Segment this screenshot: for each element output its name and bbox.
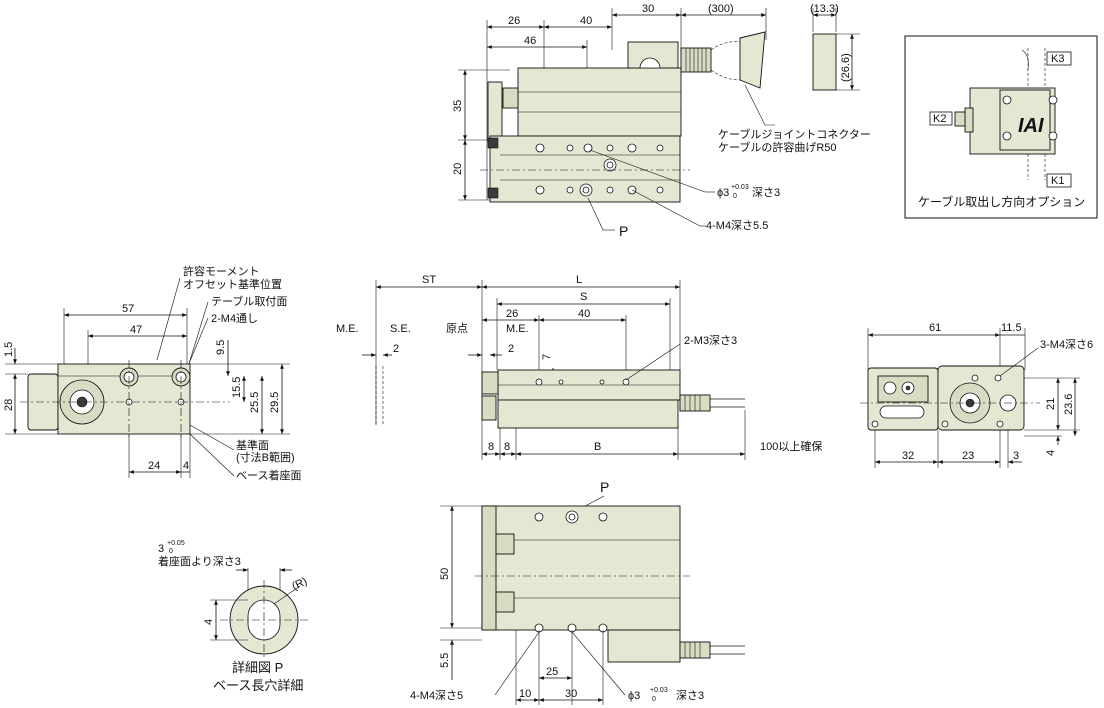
svg-text:0: 0 xyxy=(652,696,656,703)
end-dim-61: 61 xyxy=(929,322,941,334)
left-dim-25-5: 25.5 xyxy=(249,392,261,413)
cable-option-caption: ケーブル取出し方向オプション xyxy=(918,194,1085,209)
bottom-dim-50: 50 xyxy=(439,568,451,580)
ref-surface-label: 基準面 xyxy=(236,438,269,452)
stroke-dim-b: B xyxy=(594,441,601,453)
k1-label: K1 xyxy=(1051,175,1064,187)
left-dim-29-5: 29.5 xyxy=(269,392,281,413)
m4-thru-label: 2-M4通し xyxy=(211,312,258,325)
bottom-m4-note: 4-M4深さ5 xyxy=(410,689,463,702)
cable-note-1: ケーブルジョイントコネクター xyxy=(718,127,871,141)
conn-dim-13-3: (13.3) xyxy=(810,3,839,15)
iai-logo: IAI xyxy=(1018,115,1044,137)
left-dim-1-5: 1.5 xyxy=(3,342,15,357)
end-dim-21: 21 xyxy=(1045,398,1057,410)
end-dim-23: 23 xyxy=(962,450,974,462)
base-surface-label: ベース着座面 xyxy=(236,468,301,482)
left-dim-57: 57 xyxy=(122,303,134,315)
top-dim-35: 35 xyxy=(452,100,464,112)
left-dim-24: 24 xyxy=(148,460,160,472)
stroke-dim-8a: 8 xyxy=(488,441,494,453)
svg-text:+0.03: +0.03 xyxy=(650,687,668,694)
stroke-dim-l: L xyxy=(576,274,582,286)
end-view: 61 11.5 3-M4深さ6 21 23.6 4 32 23 xyxy=(860,322,1093,468)
stroke-view: M.E. S.E. 2 原点 M.E. 2 ST L S 26 40 7 xyxy=(336,274,822,460)
left-dim-9-5: 9.5 xyxy=(215,340,227,355)
top-dim-30: 30 xyxy=(642,3,654,15)
detail-depth-val: 3 xyxy=(158,543,164,555)
me-label: M.E. xyxy=(336,323,359,335)
top-dim-26: 26 xyxy=(508,15,520,27)
detail-title: 詳細図 P xyxy=(232,660,283,675)
svg-text:0: 0 xyxy=(169,548,173,555)
bottom-hole-depth: 深さ3 xyxy=(676,689,704,702)
end-dim-4: 4 xyxy=(1045,450,1057,456)
k2-label: K2 xyxy=(933,113,946,125)
conn-dim-26-6: (26.6) xyxy=(840,53,852,82)
bottom-dim-5-5: 5.5 xyxy=(439,653,451,668)
top-p-label: P xyxy=(619,223,628,239)
top-dim-300: (300) xyxy=(708,3,734,15)
table-surface-label: テーブル取付面 xyxy=(211,294,287,308)
end-dim-32: 32 xyxy=(902,450,914,462)
top-dim-20: 20 xyxy=(452,163,464,175)
left-side-view: 許容モーメント オフセット基準位置 テーブル取付面 2-M4通し 57 47 1… xyxy=(3,264,301,482)
top-dim-46: 46 xyxy=(524,35,536,47)
cable-option-box: IAI K3 K2 K1 ケーブル取出し方向オプション xyxy=(904,35,1098,219)
top-hole-phi3: ϕ3 xyxy=(717,187,729,199)
slider-body xyxy=(517,67,682,137)
svg-text:0: 0 xyxy=(733,193,737,200)
ref-range-label: (寸法B範囲) xyxy=(236,450,295,464)
top-hole-depth: 深さ3 xyxy=(752,186,780,199)
stroke-dim-26: 26 xyxy=(506,308,518,320)
end-dim-3: 3 xyxy=(1013,450,1019,462)
detail-p: 3 +0.05 0 着座面より深さ3 4 (R) 詳細図 P ベース長穴詳細 xyxy=(158,540,309,693)
m3-note: 2-M3深さ3 xyxy=(684,334,737,347)
top-m4-note: 4-M4深さ5.5 xyxy=(706,219,768,232)
moment-label-1: 許容モーメント xyxy=(183,264,260,278)
se-label: S.E. xyxy=(390,323,411,335)
end-plate xyxy=(487,81,503,143)
bottom-p-label: P xyxy=(600,479,609,495)
detail-subtitle: ベース長穴詳細 xyxy=(213,678,303,693)
k3-label: K3 xyxy=(1051,53,1064,65)
bottom-dim-30: 30 xyxy=(565,688,577,700)
svg-text:+0.03: +0.03 xyxy=(731,184,749,191)
moment-label-2: オフセット基準位置 xyxy=(183,277,282,291)
cable-length-note: 100以上確保 xyxy=(760,439,822,453)
connector-view: (13.3) (26.6) xyxy=(810,3,860,91)
bottom-body xyxy=(481,505,681,631)
top-view: 26 40 30 (300) 46 35 20 xyxy=(452,3,871,239)
detail-depth-note: 着座面より深さ3 xyxy=(158,554,241,568)
origin-label: 原点 xyxy=(446,322,468,335)
end-m4-note: 3-M4深さ6 xyxy=(1040,338,1093,351)
top-dim-40: 40 xyxy=(580,15,592,27)
left-dim-15-5: 15.5 xyxy=(231,377,243,398)
stroke-dim-s: S xyxy=(580,291,587,303)
stroke-dim-8b: 8 xyxy=(504,441,510,453)
stroke-dim-2b: 2 xyxy=(508,343,514,355)
bottom-dim-10: 10 xyxy=(519,688,531,700)
bottom-view: P 50 5.5 10 30 2 xyxy=(410,479,745,705)
stroke-base xyxy=(497,399,679,429)
stroke-dim-st: ST xyxy=(422,274,436,286)
detail-dim-4: 4 xyxy=(203,619,215,625)
me2-label: M.E. xyxy=(506,323,529,335)
bottom-dim-25: 25 xyxy=(546,666,558,678)
stroke-dim-7: 7 xyxy=(541,354,553,360)
cable-note-2: ケーブルの許容曲げR50 xyxy=(718,140,837,154)
detail-r-label: (R) xyxy=(290,575,309,592)
bottom-hole-phi3: ϕ3 xyxy=(628,690,640,702)
left-dim-47: 47 xyxy=(130,324,142,336)
stroke-dim-2a: 2 xyxy=(393,343,399,355)
end-dim-23-6: 23.6 xyxy=(1063,394,1075,415)
end-dim-11-5: 11.5 xyxy=(1001,322,1022,334)
left-dim-28: 28 xyxy=(3,399,15,411)
svg-text:+0.05: +0.05 xyxy=(167,540,185,547)
left-dim-4: 4 xyxy=(183,460,189,472)
stroke-dim-40: 40 xyxy=(578,308,590,320)
